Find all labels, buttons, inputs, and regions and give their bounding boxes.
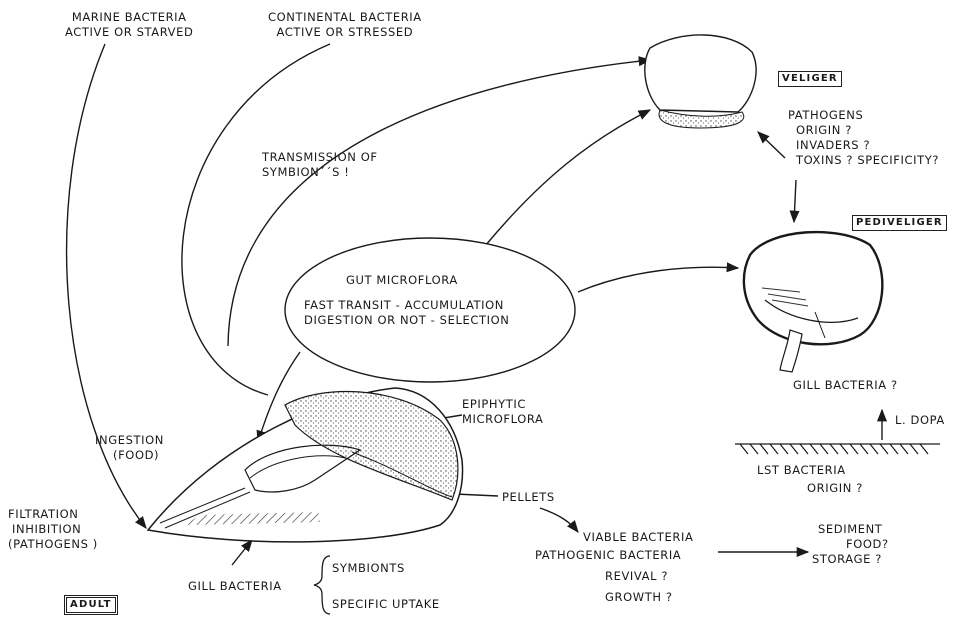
specific-uptake-label: SPECIFIC UPTAKE	[332, 597, 440, 612]
symbionts-label: SYMBIONTS	[332, 561, 405, 576]
viable-bacteria-label: VIABLE BACTERIA PATHOGENIC BACTERIA REVI…	[535, 530, 693, 605]
sediment-label: SEDIMENT FOOD? STORAGE ?	[818, 522, 889, 567]
pellets-label: PELLETS	[502, 490, 555, 505]
gut-to-pediveliger-arrow	[578, 267, 738, 292]
brace	[314, 556, 330, 614]
pathogens-to-pediveliger-arrow	[794, 180, 796, 222]
ldopa-label: L. DOPA	[895, 413, 945, 428]
gill-bacteria-adult-label: GILL BACTERIA	[188, 579, 282, 594]
pediveliger-tag: PEDIVELIGER	[852, 215, 947, 231]
pediveliger-illustration	[744, 232, 882, 372]
veliger-tag: VELIGER	[778, 71, 842, 87]
pellets-to-viable-arrow	[540, 508, 578, 532]
gut-to-veliger-arrow	[485, 110, 650, 246]
pellets-line	[455, 494, 498, 496]
ingestion-label: INGESTION(FOOD)	[95, 433, 164, 463]
gill-bacteria-arrow	[232, 540, 252, 565]
gut-microflora-label: GUT MICROFLORA FAST TRANSIT - ACCUMULATI…	[296, 273, 546, 328]
adult-bivalve-illustration	[148, 388, 463, 542]
veliger-illustration	[645, 35, 756, 128]
lst-bacteria-label: LST BACTERIA ORIGIN ?	[757, 463, 863, 496]
sediment-surface	[735, 444, 940, 454]
adult-tag: ADULT	[66, 597, 116, 613]
filtration-label: FILTRATION INHIBITION (PATHOGENS )	[8, 507, 98, 552]
pathogens-label: PATHOGENS ORIGIN ? INVADERS ? TOXINS ? S…	[788, 108, 939, 168]
gill-bacteria-larva-label: GILL BACTERIA ?	[793, 378, 898, 393]
pathogens-to-veliger-arrow	[758, 132, 785, 158]
